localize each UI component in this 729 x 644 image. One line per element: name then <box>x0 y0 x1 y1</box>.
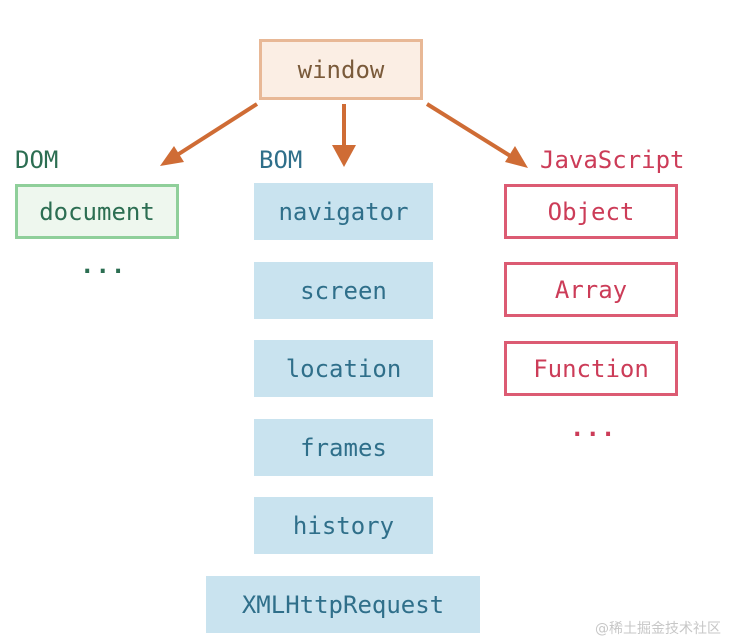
bom-history-label: history <box>292 511 395 540</box>
bom-xmlhttprequest-label: XMLHttpRequest <box>241 590 445 619</box>
javascript-object-label: Object <box>547 197 635 226</box>
bom-location-node: location <box>254 340 433 397</box>
bom-frames-node: frames <box>254 419 433 476</box>
bom-xmlhttprequest-node: XMLHttpRequest <box>206 576 480 633</box>
dom-title: DOM <box>15 146 59 174</box>
dom-document-node: document <box>15 184 179 239</box>
javascript-array-node: Array <box>504 262 678 317</box>
bom-navigator-node: navigator <box>254 183 433 240</box>
bom-screen-label: screen <box>300 276 387 305</box>
window-label: window <box>297 55 385 84</box>
javascript-object-node: Object <box>504 184 678 239</box>
arrow-to-bom <box>332 104 356 167</box>
javascript-function-label: Function <box>533 354 649 383</box>
watermark: @稀土掘金技术社区 <box>595 621 721 637</box>
bom-navigator-label: navigator <box>278 197 409 226</box>
javascript-function-node: Function <box>504 341 678 396</box>
dom-more-indicator: ... <box>80 251 127 279</box>
javascript-more-indicator: ... <box>570 414 617 442</box>
bom-location-label: location <box>285 354 402 383</box>
javascript-title: JavaScript <box>540 146 685 174</box>
window-node: window <box>259 39 423 100</box>
bom-history-node: history <box>254 497 433 554</box>
bom-screen-node: screen <box>254 262 433 319</box>
dom-document-label: document <box>39 197 155 226</box>
arrow-to-dom <box>160 102 259 166</box>
bom-title: BOM <box>259 146 303 174</box>
bom-frames-label: frames <box>300 433 387 462</box>
javascript-array-label: Array <box>554 275 628 304</box>
arrow-to-javascript <box>425 102 528 168</box>
